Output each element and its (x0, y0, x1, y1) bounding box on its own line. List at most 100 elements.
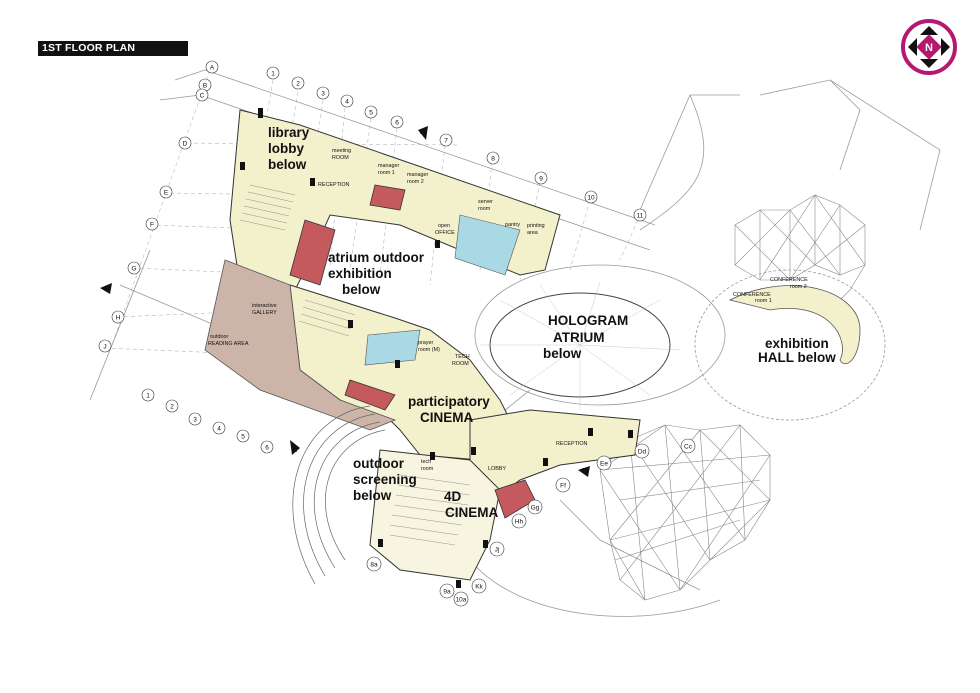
grid-bubble-label: Ee (600, 460, 608, 467)
grid-bubble-label: 9 (539, 175, 543, 182)
room-reception-1: RECEPTION (318, 182, 350, 188)
room-reading: outdoor (210, 334, 228, 340)
grid-bubble (486, 151, 500, 165)
grid-bubble (555, 477, 571, 493)
hologram-label-line: below (543, 346, 582, 361)
grid-bubble-label: 6 (395, 119, 399, 126)
grid-bubble-label: F (150, 221, 154, 228)
grid-bubble (439, 583, 455, 599)
library-label-line: library (268, 125, 310, 140)
grid-bubble-label: 10a (456, 596, 467, 603)
exhibition-hall-outline (694, 269, 886, 421)
logo-letter: N (925, 42, 933, 54)
section-marker-b-right: B (578, 466, 590, 477)
grid-bubble-label: Hh (515, 518, 524, 525)
grid-bubble (159, 185, 173, 199)
section-mark-label: A (292, 447, 297, 454)
room-conference-2: CONFERENCE (770, 277, 808, 283)
grid-bubble (195, 88, 209, 102)
room-open-office: open (438, 223, 450, 229)
grid-bubble-label: 5 (241, 433, 245, 440)
grid-bubble-label: 9a (443, 588, 451, 595)
room-conference-1: room 1 (755, 298, 772, 304)
grid-bubble (634, 443, 650, 459)
exhibition-label-line: HALL below (758, 350, 836, 365)
label-outdoor-screening: outdoor screening below (353, 456, 417, 503)
section-mark-label: A (420, 129, 425, 136)
library-label-line: lobby (268, 141, 304, 156)
grid-bubble-label: Cc (684, 443, 693, 450)
room-manager-1: room 1 (378, 170, 395, 176)
atrium-label-line: below (342, 282, 381, 297)
label-4d-cinema: 4D CINEMA (444, 489, 498, 520)
room-pantry: pantry (505, 222, 520, 228)
stair-and-seating-lines (239, 184, 471, 546)
section-marker-b-left: B (100, 283, 112, 294)
room-conference-2: room 2 (790, 284, 807, 290)
grid-bubble (212, 421, 226, 435)
grid-bubble (439, 133, 453, 147)
cinema-label-line: participatory (408, 394, 490, 409)
grid-bubble-label: 8a (370, 561, 378, 568)
grid-bubble (127, 261, 141, 275)
room-tech-2: tech (421, 459, 431, 465)
brand-logo-icon: N (901, 19, 957, 75)
grid-bubble (260, 440, 274, 454)
grid-bubble (178, 136, 192, 150)
grid-bubble-label: E (164, 189, 169, 196)
grid-bubble-label: 6 (265, 444, 269, 451)
grid-bubble (316, 86, 330, 100)
grid-bubble (534, 171, 548, 185)
grid-bubble-label: Jj (495, 546, 500, 553)
grid-bubble-label: 1 (146, 392, 150, 399)
cinema4d-label-line: CINEMA (445, 505, 498, 520)
atrium-label-line: atrium outdoor (328, 250, 425, 265)
grid-bubble-label: Ff (560, 482, 566, 489)
circulation-cores (289, 184, 536, 519)
room-tech-2: room (421, 466, 434, 472)
grid-bubble-label: 2 (170, 403, 174, 410)
room-printing: printing (527, 223, 545, 229)
grid-bubble (596, 455, 612, 471)
grid-bubble (584, 190, 598, 204)
room-conference-1: CONFERENCE (733, 292, 771, 298)
grid-bubble (364, 105, 378, 119)
grid-bubble-label: J (103, 343, 106, 350)
grid-bubble-label: 7 (444, 137, 448, 144)
grid-bubble-label: B (203, 82, 207, 89)
open-office-zone (364, 214, 521, 366)
room-server: server (478, 199, 493, 205)
screening-label-line: screening (353, 472, 417, 487)
grid-bubble (205, 60, 219, 74)
section-marker-a-top: A (418, 126, 428, 140)
hologram-label-line: ATRIUM (553, 330, 605, 345)
grid-bubble-label: Dd (638, 448, 647, 455)
grid-bubble-label: C (200, 92, 205, 99)
section-mark-label: B (582, 468, 587, 475)
atrium-label-line: exhibition (328, 266, 392, 281)
screening-label-line: outdoor (353, 456, 405, 471)
room-meeting: meeting (332, 148, 351, 154)
plan-title-bar: 1ST FLOOR PLAN (38, 41, 188, 56)
outdoor-screening-amphitheatre (292, 405, 386, 585)
grid-bubble (141, 388, 155, 402)
grid-bubble (453, 591, 469, 607)
room-tech-1: ROOM (452, 361, 469, 367)
screening-label-line: below (353, 488, 392, 503)
exhibition-lattice-structure (734, 194, 866, 311)
label-atrium-outdoor: atrium outdoor exhibition below (328, 250, 425, 297)
grid-bubble (633, 208, 647, 222)
room-lobby: LOBBY (488, 466, 506, 472)
grid-bubble-label: 2 (296, 80, 300, 87)
label-library-lobby: library lobby below (268, 125, 310, 172)
room-prayer: room (M) (418, 347, 440, 353)
grid-bubble (390, 115, 404, 129)
room-printing: area (527, 230, 538, 236)
section-mark-label: B (104, 286, 109, 293)
grid-bubble (680, 438, 696, 454)
room-manager-2: room 2 (407, 179, 424, 185)
